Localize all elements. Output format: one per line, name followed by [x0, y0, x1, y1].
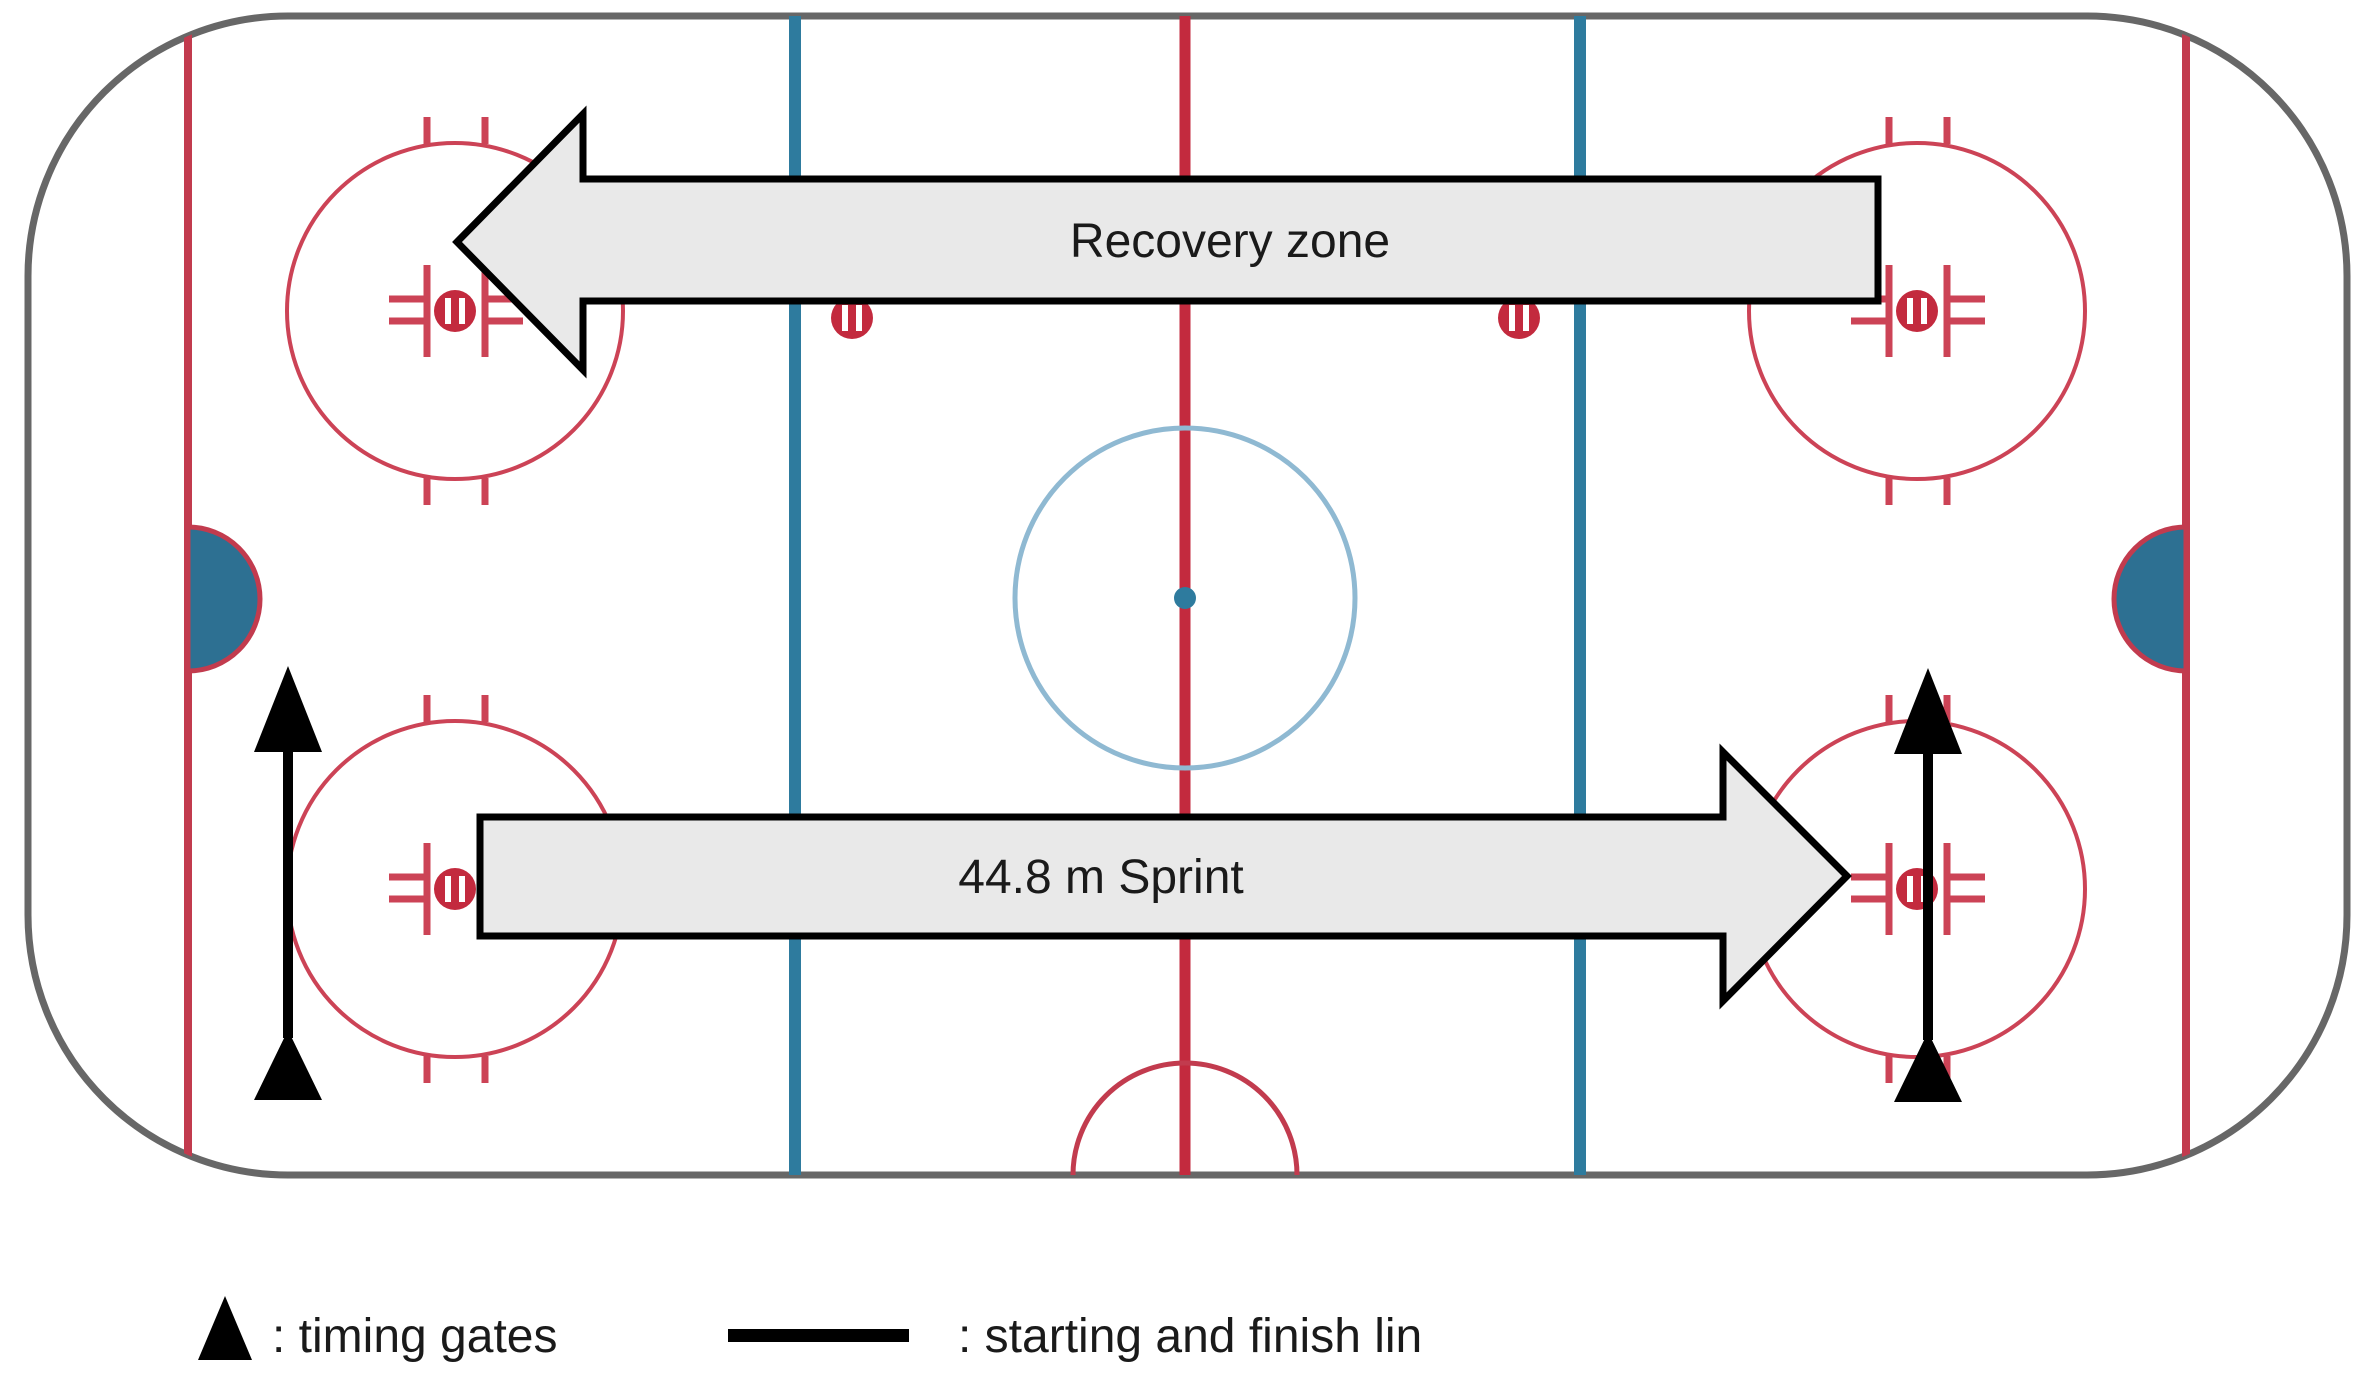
sprint-label: 44.8 m Sprint	[958, 851, 1243, 904]
legend-timing-gates-label: : timing gates	[272, 1310, 557, 1363]
center-circle	[1012, 425, 1358, 771]
recovery-zone-arrow	[452, 105, 1882, 379]
legend-timing-gate-icon	[198, 1296, 252, 1360]
timing-gate-triangle-bottom-right-icon	[1894, 1032, 1962, 1102]
referee-crease	[1070, 1060, 1300, 1175]
goal-crease-left	[185, 524, 263, 674]
timing-gate-triangle-top-right-icon	[1894, 668, 1962, 754]
legend-start-finish-line-icon	[728, 1329, 909, 1342]
legend-start-finish-label: : starting and finish lin	[958, 1310, 1422, 1363]
legend: : timing gates : starting and finish lin	[198, 1296, 1422, 1363]
sprint-arrow	[476, 743, 1852, 1010]
center-faceoff-dot	[1174, 587, 1196, 609]
goal-crease-right	[2111, 524, 2189, 674]
timing-gate-triangle-top-left-icon	[254, 666, 322, 752]
timing-gate-triangle-bottom-left-icon	[254, 1030, 322, 1100]
recovery-zone-label: Recovery zone	[1070, 215, 1390, 268]
